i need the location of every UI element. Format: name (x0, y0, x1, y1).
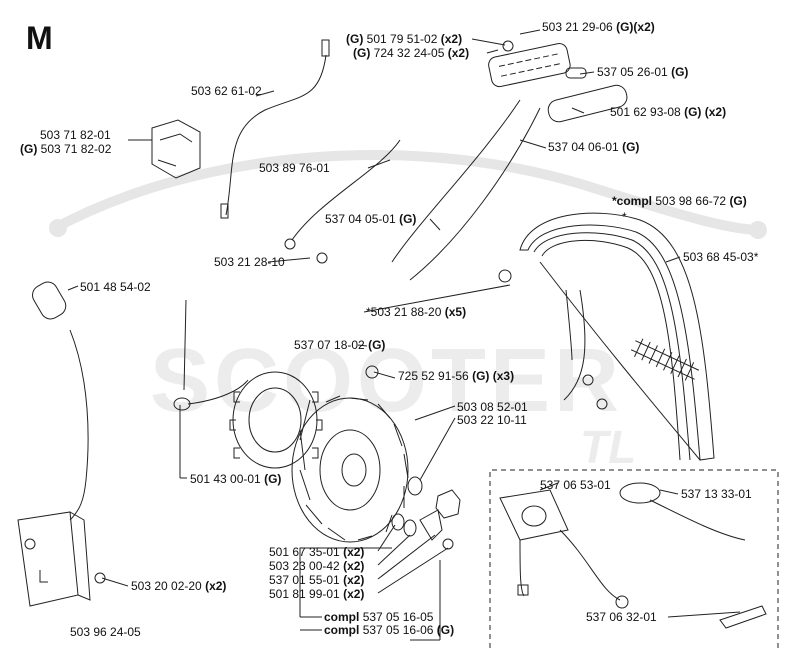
ignition-module (17, 511, 91, 607)
probe-rod (183, 299, 187, 391)
label-503-08-52-01: 503 08 52-01 (457, 400, 528, 414)
spring-503-68-45 (630, 338, 700, 381)
washer-small (391, 513, 405, 531)
label-537-07-18-02: 537 07 18-02 (G) (294, 338, 386, 352)
label-537-01-55-01: 537 01 55-01 (x2) (269, 573, 365, 587)
label-503-98-66-72: *compl 503 98 66-72 (G) (612, 194, 747, 208)
label-503-21-88-20: *503 21 88-20 (x5) (366, 305, 467, 319)
label-503-89-76-01: 503 89 76-01 (259, 161, 330, 175)
label-503-96-24-05: 503 96 24-05 (70, 625, 141, 639)
label-503-71-82-02: (G) 503 71 82-02 (20, 142, 112, 156)
label-537-05-16-06: compl 537 05 16-06 (G) (324, 623, 455, 637)
screw-pawl (442, 538, 454, 550)
label-537-05-26-01: 537 05 26-01 (G) (597, 65, 689, 79)
screw-top (502, 40, 514, 52)
label-503-21-28-10: 503 21 28-10 (214, 255, 285, 269)
screw-503-20-02 (94, 572, 106, 584)
label-503-22-10-11: 503 22 10-11 (457, 413, 527, 427)
pawl (419, 509, 443, 541)
leader-lines (67, 29, 741, 641)
label-725-52-91-56: 725 52 91-56 (G) (x3) (398, 369, 515, 383)
stop-switch (151, 119, 201, 179)
cover-plate-small (547, 84, 628, 123)
sensor-wire (649, 499, 746, 541)
label-503-20-02-20: 503 20 02-20 (x2) (131, 579, 227, 593)
label-537-05-16-05: compl 537 05 16-05 (324, 610, 434, 624)
label-503-68-45-03: 503 68 45-03* (683, 250, 759, 264)
cable-ring-terminal (284, 238, 296, 250)
inset-ring-terminal (615, 595, 629, 609)
label-asterisk: * (622, 210, 627, 224)
flywheel-501-43-00 (291, 395, 409, 543)
inset-plug (517, 584, 529, 596)
sensor-537-13-33 (619, 482, 661, 504)
screw-handle-2 (596, 398, 608, 410)
label-503-71-82-01: 503 71 82-01 (40, 128, 111, 142)
bracket-537-06-32 (719, 605, 767, 629)
washer-503-08-52 (407, 476, 423, 496)
wire-terminal-top (321, 39, 330, 57)
nut-503-22-10 (435, 489, 461, 519)
label-537-04-05-01: 537 04 05-01 (G) (325, 212, 417, 226)
cable-537-04-06 (409, 107, 541, 281)
grommet (173, 397, 191, 411)
cable-503-89-76 (291, 139, 401, 241)
inset-wire-2 (519, 539, 525, 597)
label-501-67-35-01: 501 67 35-01 (x2) (269, 545, 365, 559)
wire-503-62-61 (225, 54, 327, 216)
cable-537-04-05 (391, 99, 521, 263)
screw-503-21-28 (316, 252, 328, 264)
stator-wire (187, 379, 249, 405)
screw-handle-1 (582, 374, 594, 386)
ht-lead (69, 329, 89, 521)
inset-wire-1 (559, 529, 621, 601)
handle-assembly (519, 212, 715, 461)
wire-terminal-bottom (220, 203, 229, 219)
label-501-48-54-02: 501 48 54-02 (80, 280, 151, 294)
watermark-swoosh (52, 150, 761, 235)
screw-725-52-91 (365, 365, 379, 379)
watermark-text: SCOOTER (150, 331, 624, 431)
label-503-23-00-42: 503 23 00-42 (x2) (269, 559, 365, 573)
label-537-06-32-01: 537 06 32-01 (586, 610, 657, 624)
section-letter: M (26, 20, 53, 56)
spark-plug-cap (32, 281, 67, 320)
label-503-62-61-02: 503 62 61-02 (191, 84, 262, 98)
label-724-32-24-05: (G) 724 32 24-05 (x2) (353, 46, 470, 60)
spacer (565, 67, 587, 79)
washer-small-2 (403, 519, 417, 537)
label-501-43-00-01: 501 43 00-01 (G) (190, 472, 282, 486)
label-501-81-99-01: 501 81 99-01 (x2) (269, 587, 365, 601)
label-501-62-93-08: 501 62 93-08 (G) (x2) (610, 105, 727, 119)
label-537-13-33-01: 537 13 33-01 (681, 487, 752, 501)
label-537-06-53-01: 537 06 53-01 (540, 478, 611, 492)
watermark-subtext: TL (580, 421, 637, 473)
label-503-21-29-06: 503 21 29-06 (G)(x2) (542, 20, 655, 34)
handle-wires (563, 289, 586, 401)
watermark-dot-right (749, 221, 767, 239)
label-537-04-06-01: 537 04 06-01 (G) (548, 140, 640, 154)
label-501-79-51-02: (G) 501 79 51-02 (x2) (346, 32, 463, 46)
watermark-dot-left (49, 219, 67, 237)
insulator-537-06-53 (499, 489, 569, 541)
stator-537-07-18 (229, 371, 323, 469)
cover-plate (488, 43, 571, 88)
screw-503-21-88 (498, 269, 512, 283)
